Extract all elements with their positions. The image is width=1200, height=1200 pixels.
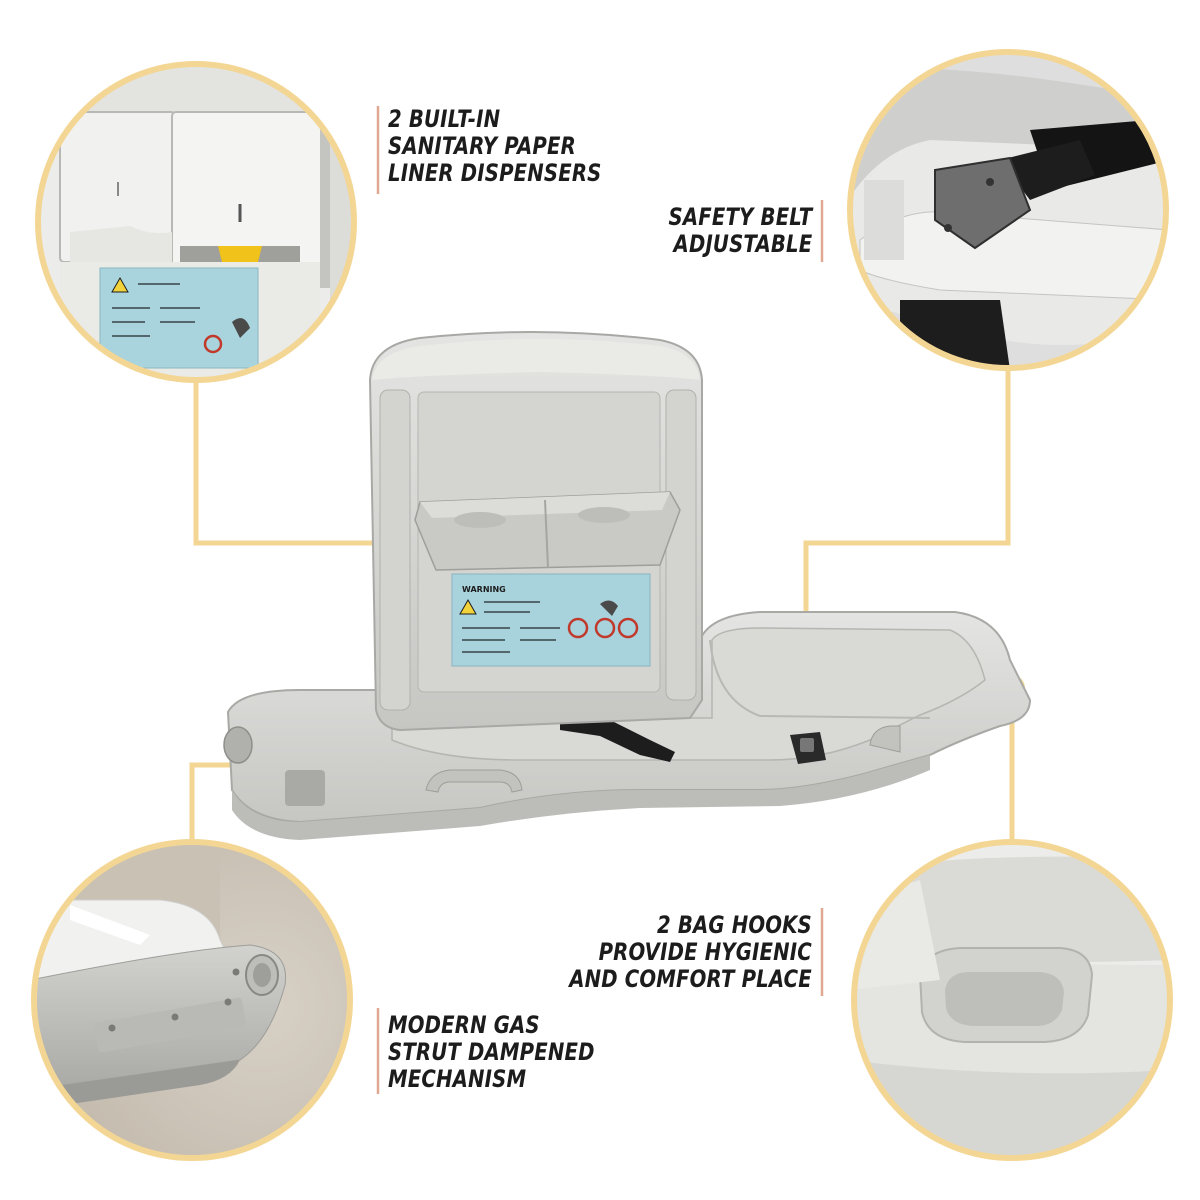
callout-line: MODERN GAS <box>388 1011 540 1039</box>
detail-ring-bag-hooks <box>851 839 1173 1161</box>
callout-line: SANITARY PAPER <box>388 132 576 160</box>
detail-ring-paper-dispensers <box>35 61 357 383</box>
warning-label-sticker <box>451 573 651 667</box>
detail-photo-safety-belt <box>850 52 1166 368</box>
warning-label-text: WARNING <box>462 585 506 594</box>
callout-line: SAFETY BELT <box>668 203 812 231</box>
callout-line: PROVIDE HYGIENIC <box>598 938 812 966</box>
changing-station-product: WARNING <box>223 330 1032 840</box>
callout-safety-belt: SAFETY BELT ADJUSTABLE <box>668 204 812 258</box>
callout-line: MECHANISM <box>388 1065 527 1093</box>
callout-line: ADJUSTABLE <box>673 230 812 258</box>
callout-bag-hooks: 2 BAG HOOKS PROVIDE HYGIENIC AND COMFORT… <box>569 912 812 993</box>
callout-line: AND COMFORT PLACE <box>569 965 812 993</box>
callout-line: STRUT DAMPENED <box>388 1038 595 1066</box>
callout-gas-strut: MODERN GAS STRUT DAMPENED MECHANISM <box>388 1012 595 1093</box>
detail-ring-gas-strut <box>31 839 353 1161</box>
callout-line: 2 BUILT-IN <box>388 105 501 133</box>
callout-line: LINER DISPENSERS <box>388 159 602 187</box>
label-brackets <box>376 106 824 1094</box>
callout-line: 2 BAG HOOKS <box>657 911 812 939</box>
detail-ring-safety-belt <box>847 49 1169 371</box>
callout-paper-liner: 2 BUILT-IN SANITARY PAPER LINER DISPENSE… <box>388 106 602 187</box>
